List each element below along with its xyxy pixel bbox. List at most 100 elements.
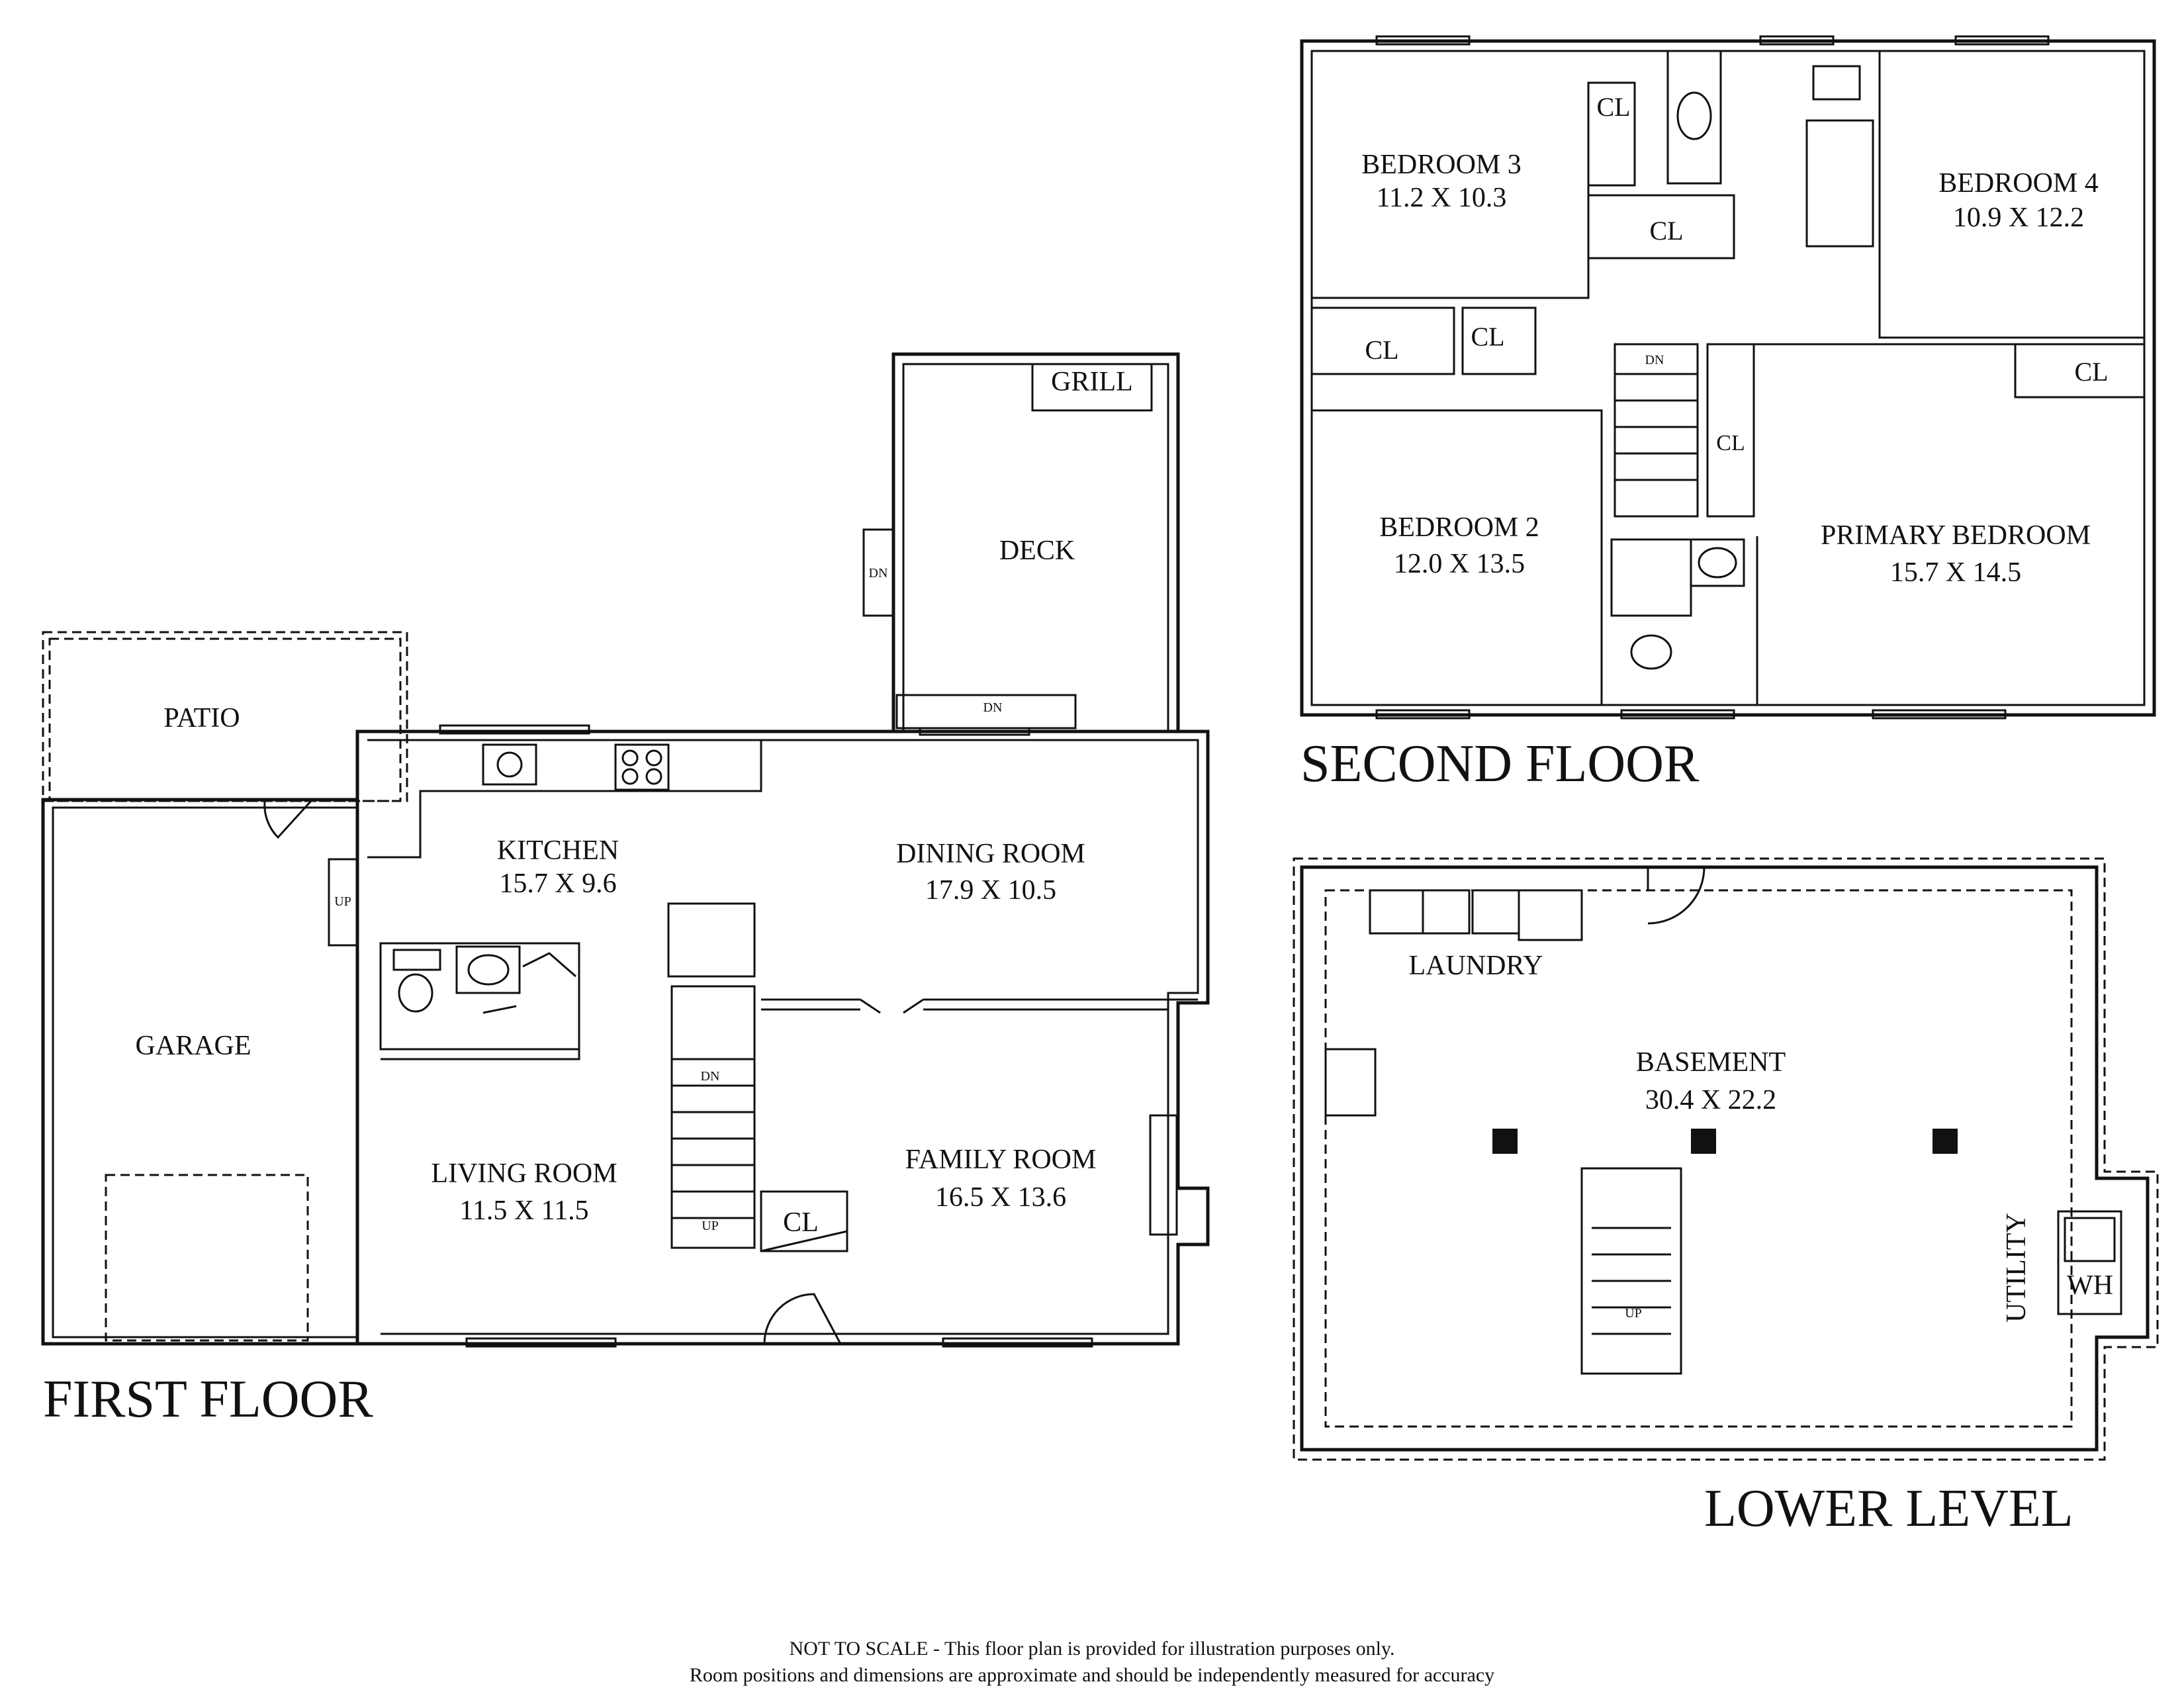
half-bath-walls xyxy=(379,942,580,1051)
utility-label: UTILITY xyxy=(2001,1213,2032,1323)
closet-bed4-label: CL xyxy=(2074,357,2108,387)
primary-bedroom-dim-label: 15.7 X 14.5 xyxy=(1890,557,2021,588)
house-inner-wall xyxy=(367,739,1199,1335)
stove-icon xyxy=(614,743,670,791)
stair-up-label: UP xyxy=(702,1219,719,1233)
closet-hall-label: CL xyxy=(1649,216,1683,246)
house-outer-wall xyxy=(355,729,1210,1346)
burner-icon xyxy=(645,749,662,767)
kitchen-counter xyxy=(367,739,762,859)
first-floor-title: FIRST FLOOR xyxy=(43,1370,373,1429)
fireplace-icon xyxy=(1149,1114,1178,1236)
window-icon xyxy=(1872,709,2007,720)
front-door-swing xyxy=(763,1293,842,1344)
family-name-label: FAMILY ROOM xyxy=(905,1145,1097,1175)
pantry-box xyxy=(667,902,756,978)
closet-small xyxy=(1461,306,1537,375)
bedroom-4-wall xyxy=(1878,51,2144,339)
closet-small-label: CL xyxy=(1471,322,1504,352)
basement-dim-label: 30.4 X 22.2 xyxy=(1645,1085,1776,1115)
second-floor-title: SECOND FLOOR xyxy=(1300,735,1700,793)
living-name-label: LIVING ROOM xyxy=(431,1158,617,1189)
closet-primary xyxy=(1706,343,1755,518)
stair-dn-label: DN xyxy=(701,1069,720,1084)
water-heater-icon xyxy=(2064,1217,2116,1262)
first-floor-plan xyxy=(41,352,1210,1348)
column-icon xyxy=(1691,1129,1716,1154)
window-icon xyxy=(1375,35,1471,46)
counter-icon xyxy=(1518,889,1583,941)
lower-level-dashed-outline xyxy=(1293,857,2159,1461)
window-icon xyxy=(1620,709,1735,720)
washer-icon xyxy=(1369,889,1424,935)
window-icon xyxy=(1954,35,2050,46)
garage-up-label: UP xyxy=(334,894,351,909)
stair-walls xyxy=(670,985,756,1249)
disclaimer-line-1: NOT TO SCALE - This floor plan is provid… xyxy=(790,1638,1395,1660)
lower-stair-up-label: UP xyxy=(1625,1306,1642,1321)
deck-stair-dn-label: DN xyxy=(983,700,1003,715)
toilet-icon xyxy=(398,973,433,1013)
bedroom-2-dim-label: 12.0 X 13.5 xyxy=(1394,549,1525,579)
burner-icon xyxy=(621,749,639,767)
laundry-sink-icon xyxy=(1422,889,1471,935)
garage-door-swing xyxy=(263,800,312,839)
deck-label: DECK xyxy=(999,536,1075,566)
column-icon xyxy=(1933,1129,1958,1154)
bath-door-swing xyxy=(482,952,579,1051)
closet-bed3 xyxy=(1587,81,1636,187)
garage-walls xyxy=(41,798,359,1346)
toilet-icon xyxy=(1812,65,1861,101)
lower-stair-treads xyxy=(1592,1227,1671,1335)
dryer-icon xyxy=(1471,889,1520,935)
vanity-icon xyxy=(455,945,521,994)
closet-door xyxy=(760,1230,848,1252)
kitchen-name-label: KITCHEN xyxy=(497,835,619,866)
primary-bedroom-wall xyxy=(1754,343,2144,705)
bedroom-4-dim-label: 10.9 X 12.2 xyxy=(1953,203,2084,233)
second-stair-dn-label: DN xyxy=(1645,353,1664,367)
closet-label: CL xyxy=(783,1207,819,1238)
toilet-tank-icon xyxy=(392,949,441,971)
bedroom-3-name-label: BEDROOM 3 xyxy=(1361,150,1522,180)
garage-car-outline xyxy=(105,1174,309,1342)
living-dim-label: 11.5 X 11.5 xyxy=(459,1196,588,1226)
deck-stair xyxy=(895,694,1077,729)
closet-walls xyxy=(760,1190,848,1252)
kitchen-dim-label: 15.7 X 9.6 xyxy=(499,868,616,899)
laundry-label: LAUNDRY xyxy=(1408,951,1543,981)
window-icon xyxy=(439,724,590,735)
bedroom-3-dim-label: 11.2 X 10.3 xyxy=(1377,183,1507,213)
closet-hall xyxy=(1587,194,1735,259)
window-icon xyxy=(1759,35,1835,46)
grill-label: GRILL xyxy=(1051,367,1133,397)
dining-dim-label: 17.9 X 10.5 xyxy=(925,875,1056,906)
lower-level-plan xyxy=(1293,857,2159,1461)
vanity-icon xyxy=(1690,538,1745,587)
burner-icon xyxy=(621,768,639,785)
bathtub-icon xyxy=(1805,119,1874,248)
second-floor-plan xyxy=(1300,35,2156,720)
garage-inner-wall xyxy=(52,806,359,1338)
second-floor-outer-wall xyxy=(1300,39,2156,717)
stair-treads xyxy=(672,1058,754,1219)
lower-alcove xyxy=(1324,1048,1377,1117)
lower-level-outer-wall xyxy=(1300,865,2150,1452)
sink-basin-icon xyxy=(1698,547,1737,579)
burner-icon xyxy=(645,768,662,785)
shower-icon xyxy=(1610,538,1692,617)
deck-side-step xyxy=(862,528,895,617)
lower-level-inner-dashed xyxy=(1324,889,2073,1428)
living-room-wall xyxy=(381,1049,580,1060)
sink-icon xyxy=(482,743,537,786)
closet-bed3-label: CL xyxy=(1596,92,1630,122)
deck-side-dn-label: DN xyxy=(869,566,888,581)
closet-left xyxy=(1310,306,1455,375)
sink-basin-icon xyxy=(1676,91,1712,140)
closet-left-label: CL xyxy=(1365,335,1398,365)
vanity-hall xyxy=(1666,50,1722,185)
second-stair-walls xyxy=(1614,343,1699,518)
family-dim-label: 16.5 X 13.6 xyxy=(935,1182,1066,1213)
